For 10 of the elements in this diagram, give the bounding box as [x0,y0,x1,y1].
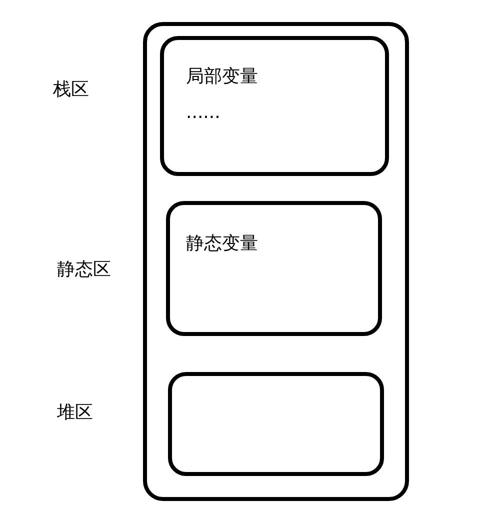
memory-box [168,372,384,476]
memory-frame [143,22,409,501]
box-title: 静态变量 [186,233,258,255]
region-label: 栈区 [53,79,89,101]
region-label: 静态区 [57,259,111,281]
box-title: 局部变量 [186,66,258,88]
ellipsis-text: ...... [186,102,220,124]
memory-box [166,201,382,336]
memory-box [160,36,389,176]
region-label: 堆区 [57,402,93,424]
